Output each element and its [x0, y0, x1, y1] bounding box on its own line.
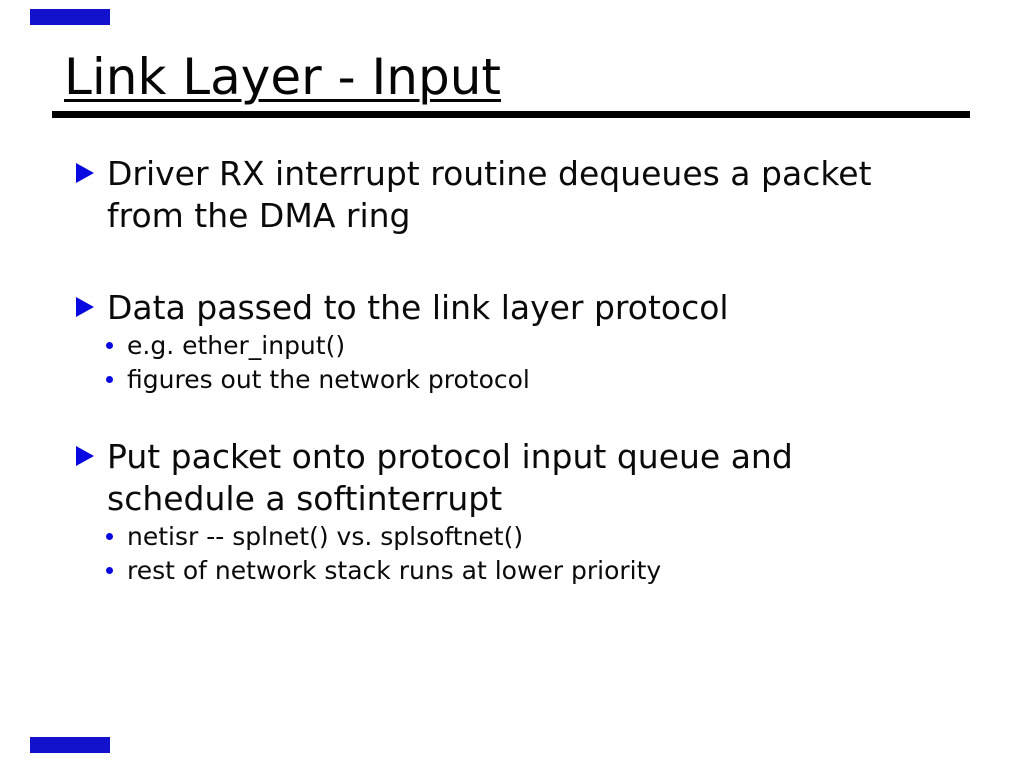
sub-bullet-label: figures out the network protocol — [127, 365, 530, 394]
bullet-line: Data passed to the link layer protocol — [107, 288, 729, 327]
triangle-right-icon — [76, 163, 94, 183]
bullet-item: Driver RX interrupt routine dequeues a p… — [75, 153, 872, 237]
top-accent-bar — [30, 9, 110, 25]
sub-bullet-item: e.g. ether_input() — [75, 329, 729, 363]
bullet-item: Put packet onto protocol input queue and… — [75, 436, 793, 588]
sub-bullet-label: rest of network stack runs at lower prio… — [127, 556, 662, 585]
sub-bullet-label: netisr -- splnet() vs. splsoftnet() — [127, 522, 524, 551]
bottom-accent-bar — [30, 737, 110, 753]
dot-icon — [106, 533, 113, 540]
bullet-line: Put packet onto protocol input queue and — [107, 437, 793, 476]
title-rule — [52, 111, 970, 118]
dot-icon — [106, 376, 113, 383]
dot-icon — [106, 567, 113, 574]
page-title: Link Layer - Input — [64, 48, 501, 106]
bullet-line: Driver RX interrupt routine dequeues a p… — [107, 154, 872, 193]
bullet-line: schedule a softinterrupt — [107, 479, 503, 518]
bullet-item: Data passed to the link layer protocol e… — [75, 287, 729, 397]
sub-bullet-label: e.g. ether_input() — [127, 331, 346, 360]
triangle-right-icon — [76, 297, 94, 317]
sub-bullet-item: figures out the network protocol — [75, 363, 729, 397]
sub-bullet-item: netisr -- splnet() vs. splsoftnet() — [75, 520, 793, 554]
bullet-line: from the DMA ring — [107, 196, 411, 235]
triangle-right-icon — [76, 446, 94, 466]
sub-bullet-item: rest of network stack runs at lower prio… — [75, 554, 793, 588]
dot-icon — [106, 342, 113, 349]
